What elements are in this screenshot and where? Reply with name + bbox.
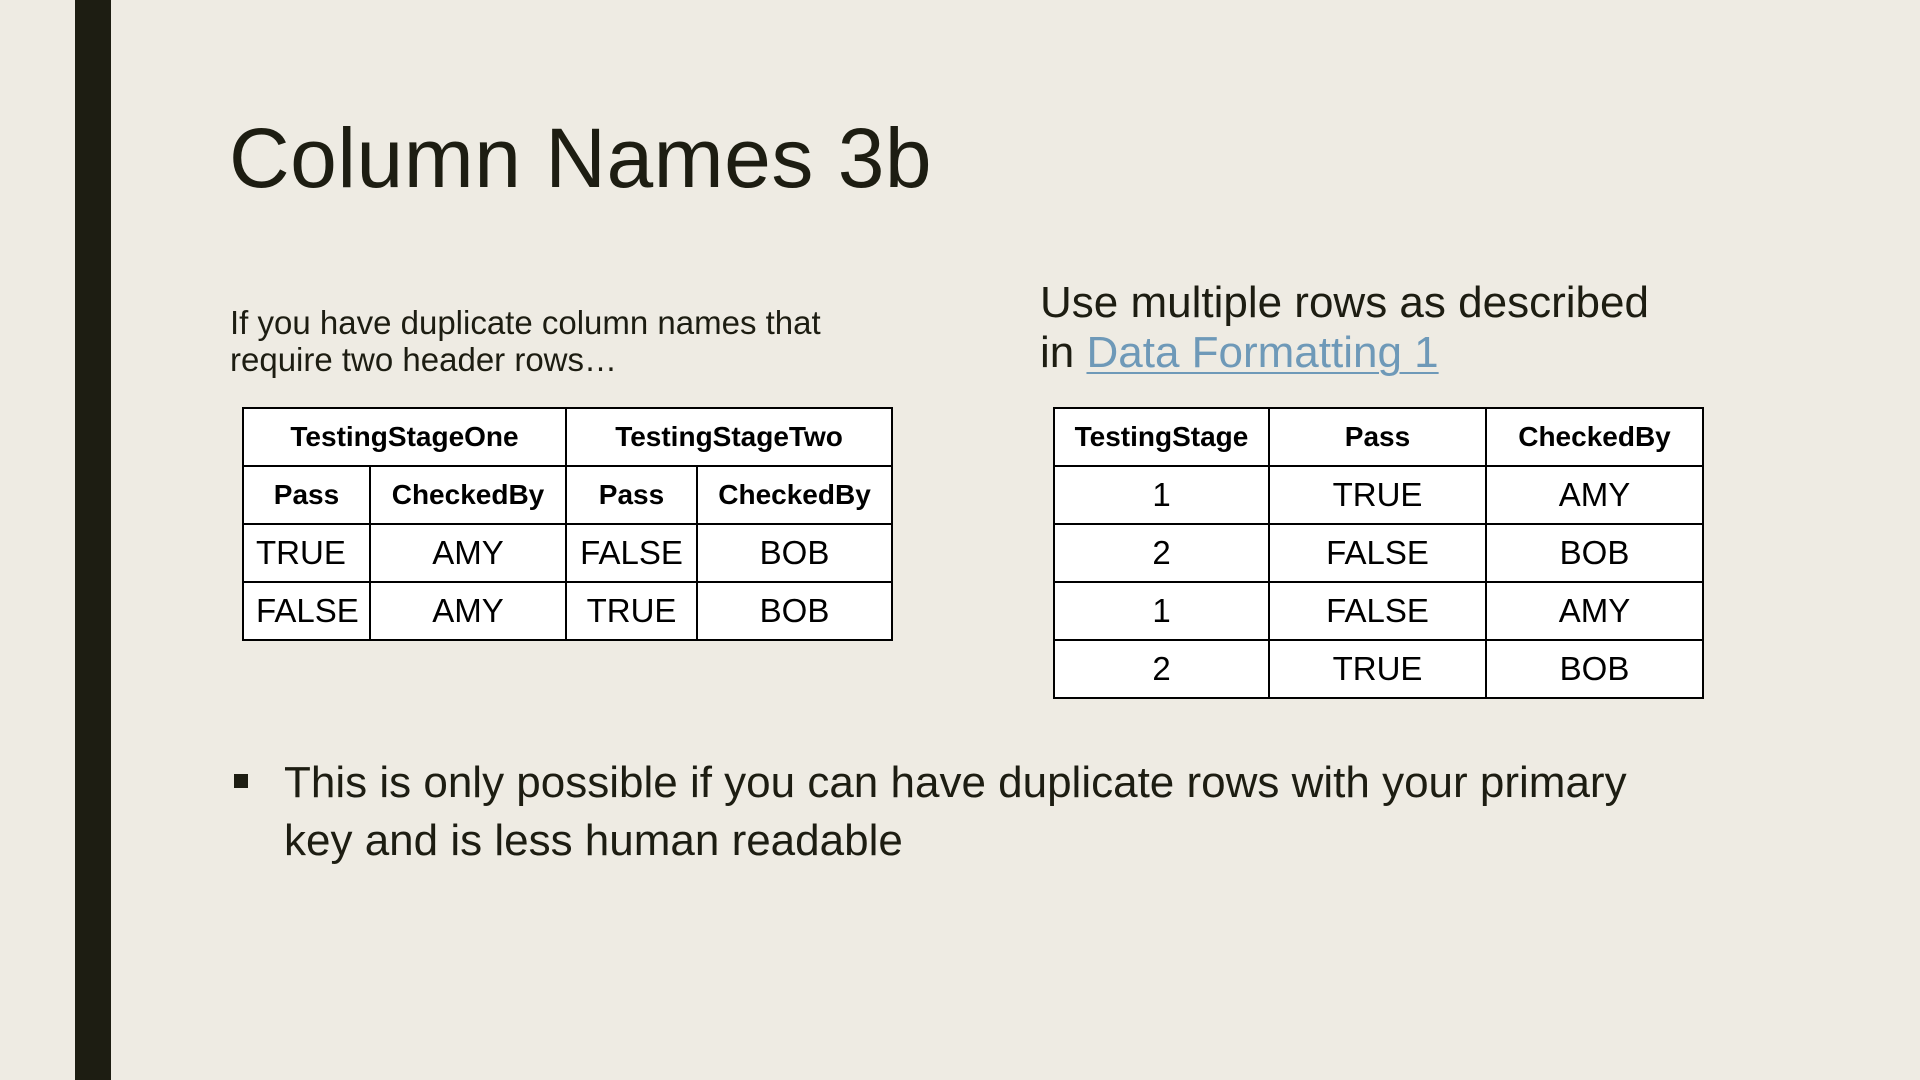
table-header-cell: CheckedBy — [369, 465, 567, 525]
table-cell: 2 — [1053, 639, 1270, 699]
left-caption: If you have duplicate column names that … — [230, 304, 920, 378]
table-row: 1 TRUE AMY — [1053, 465, 1704, 525]
table-cell: FALSE — [242, 581, 371, 641]
two-header-table: TestingStageOne TestingStageTwo Pass Che… — [242, 407, 894, 641]
table-cell: BOB — [695, 581, 894, 641]
table-cell: AMY — [369, 523, 567, 583]
table-row: 1 FALSE AMY — [1053, 581, 1704, 641]
table-cell: FALSE — [1268, 523, 1487, 583]
right-caption: Use multiple rows as described in Data F… — [1040, 278, 1740, 378]
table-header-cell: TestingStageTwo — [564, 407, 894, 467]
table-cell: AMY — [1485, 581, 1704, 641]
table-cell: TRUE — [1268, 639, 1487, 699]
table-cell: AMY — [1485, 465, 1704, 525]
bullet-point: This is only possible if you can have du… — [230, 754, 1710, 870]
bullet-line-2: key and is less human readable — [284, 816, 903, 865]
table-header-cell: CheckedBy — [1485, 407, 1704, 467]
table-row: FALSE AMY TRUE BOB — [242, 581, 894, 641]
table-cell: AMY — [369, 581, 567, 641]
table-cell: TRUE — [242, 523, 371, 583]
table-group-header-row: TestingStageOne TestingStageTwo — [242, 407, 894, 467]
table-row: 2 TRUE BOB — [1053, 639, 1704, 699]
right-caption-line-2: in Data Formatting 1 — [1040, 328, 1740, 378]
table-cell: 1 — [1053, 581, 1270, 641]
table-header-cell: TestingStageOne — [242, 407, 567, 467]
table-header-cell: TestingStage — [1053, 407, 1270, 467]
table-cell: BOB — [1485, 639, 1704, 699]
bullet-text: This is only possible if you can have du… — [284, 754, 1710, 870]
table-row: TRUE AMY FALSE BOB — [242, 523, 894, 583]
table-cell: TRUE — [1268, 465, 1487, 525]
slide-title: Column Names 3b — [229, 111, 933, 205]
table-header-cell: CheckedBy — [695, 465, 894, 525]
table-row: 2 FALSE BOB — [1053, 523, 1704, 583]
table-cell: 1 — [1053, 465, 1270, 525]
right-caption-line-1: Use multiple rows as described — [1040, 278, 1649, 327]
table-cell: FALSE — [565, 523, 698, 583]
square-bullet-icon — [234, 774, 248, 788]
multi-row-table: TestingStage Pass CheckedBy 1 TRUE AMY 2… — [1053, 407, 1704, 699]
data-formatting-link[interactable]: Data Formatting 1 — [1086, 328, 1439, 377]
table-header-cell: Pass — [565, 465, 698, 525]
left-caption-line-1: If you have duplicate column names that — [230, 304, 821, 341]
table-sub-header-row: Pass CheckedBy Pass CheckedBy — [242, 465, 894, 525]
table-cell: BOB — [695, 523, 894, 583]
left-caption-line-2: require two header rows… — [230, 341, 618, 378]
table-cell: FALSE — [1268, 581, 1487, 641]
side-accent-bar — [75, 0, 111, 1080]
bullet-line-1: This is only possible if you can have du… — [284, 758, 1627, 807]
table-cell: BOB — [1485, 523, 1704, 583]
table-cell: 2 — [1053, 523, 1270, 583]
right-caption-prefix: in — [1040, 328, 1087, 377]
table-header-row: TestingStage Pass CheckedBy — [1053, 407, 1704, 467]
table-cell: TRUE — [565, 581, 698, 641]
table-header-cell: Pass — [242, 465, 371, 525]
table-header-cell: Pass — [1268, 407, 1487, 467]
